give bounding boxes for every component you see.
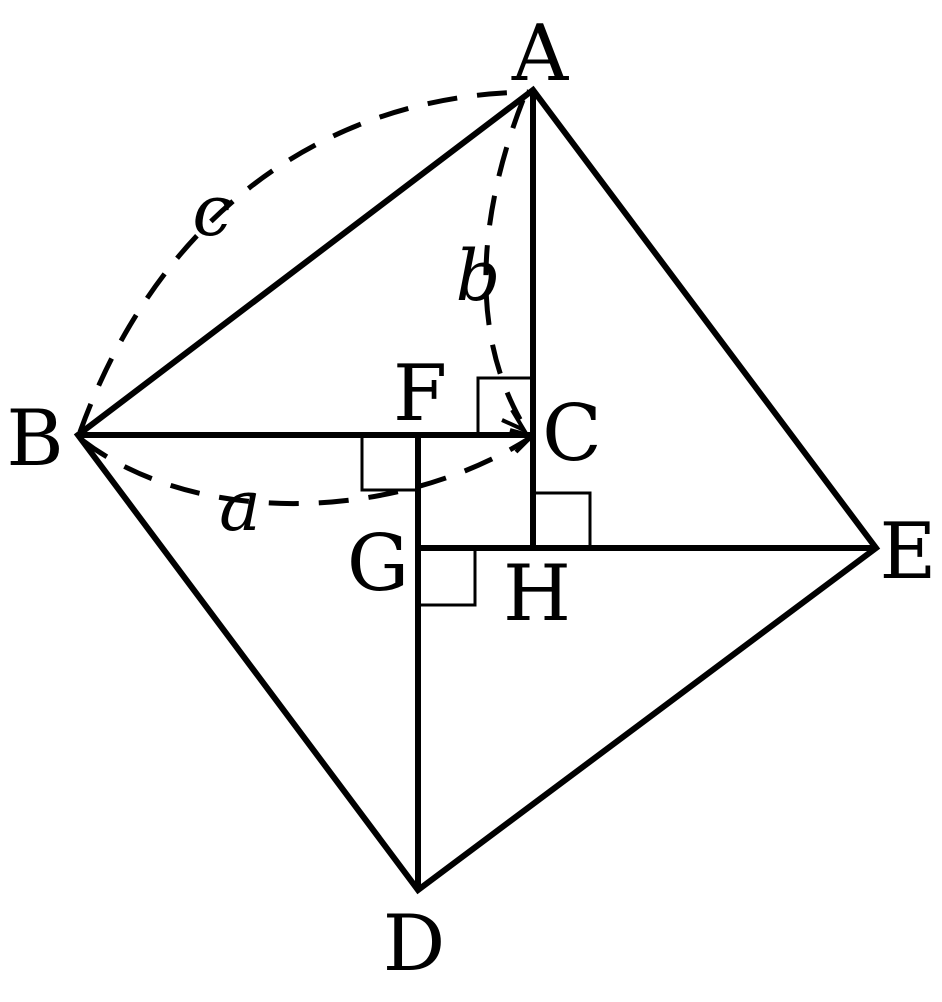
point-label-g: G bbox=[347, 519, 409, 609]
right-angle-marker-f bbox=[360, 435, 418, 492]
point-label-a: A bbox=[511, 9, 570, 99]
arc-b bbox=[483, 99, 528, 430]
point-label-b: B bbox=[6, 394, 63, 484]
right-angle-marker-h bbox=[533, 491, 592, 548]
point-label-c: C bbox=[542, 389, 602, 479]
point-label-d: D bbox=[383, 899, 446, 989]
arc-arrowhead-b bbox=[501, 408, 530, 435]
side-label-a: a bbox=[219, 465, 261, 547]
right-angle-marker-c bbox=[476, 376, 533, 435]
side-label-b: b bbox=[456, 235, 501, 317]
arc-c bbox=[77, 89, 529, 433]
arc-a bbox=[80, 435, 532, 507]
side-label-c: c bbox=[192, 170, 231, 252]
point-label-h: H bbox=[503, 549, 571, 639]
arc-arrowhead-a bbox=[509, 428, 536, 454]
point-label-e: E bbox=[880, 507, 937, 597]
right-angle-marker-g bbox=[418, 548, 477, 607]
point-label-f: F bbox=[393, 349, 447, 439]
